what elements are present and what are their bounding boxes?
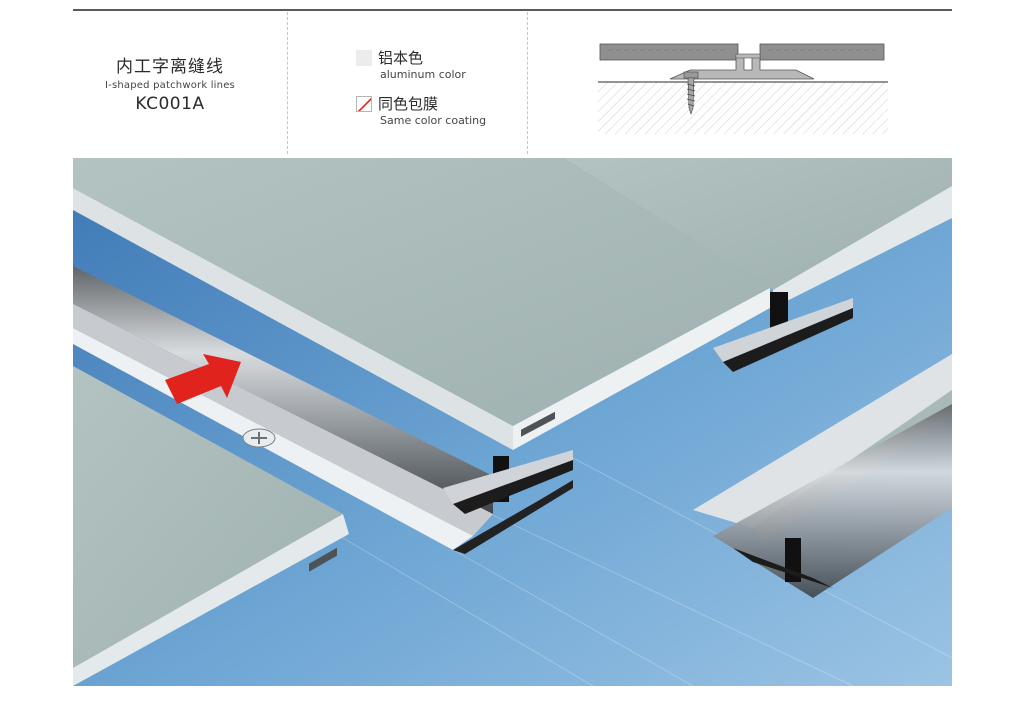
product-info: 内工字离缝线 I-shaped patchwork lines KC001A <box>75 52 265 114</box>
screw-icon <box>683 71 699 115</box>
header-rule <box>73 9 952 11</box>
legend-label-en: Same color coating <box>380 114 487 127</box>
legend-label-zh: 铝本色 <box>378 49 424 67</box>
lower-left-panel <box>73 366 349 686</box>
upper-right-panel <box>563 158 952 308</box>
substrate-hatch <box>598 82 888 134</box>
aluminum-swatch-icon <box>356 50 372 66</box>
product-name-zh: 内工字离缝线 <box>116 57 224 77</box>
screw-icon <box>242 428 276 448</box>
legend-label-zh: 同色包膜 <box>378 95 439 113</box>
product-name-en: I-shaped patchwork lines <box>105 80 235 91</box>
right-panel <box>759 43 885 61</box>
center-panel <box>73 158 770 450</box>
cross-section-diagram <box>598 43 888 134</box>
direction-arrow-icon <box>165 354 241 404</box>
column-divider <box>527 12 528 154</box>
lower-right-profile <box>693 354 952 598</box>
legend-label-en: aluminum color <box>380 68 466 81</box>
product-model: KC001A <box>135 94 205 114</box>
i-profile <box>669 55 815 80</box>
left-panel <box>599 43 739 61</box>
connector-profile <box>443 292 853 514</box>
installation-illustration <box>73 158 952 686</box>
coating-swatch-icon <box>356 96 372 112</box>
column-divider <box>287 12 288 154</box>
